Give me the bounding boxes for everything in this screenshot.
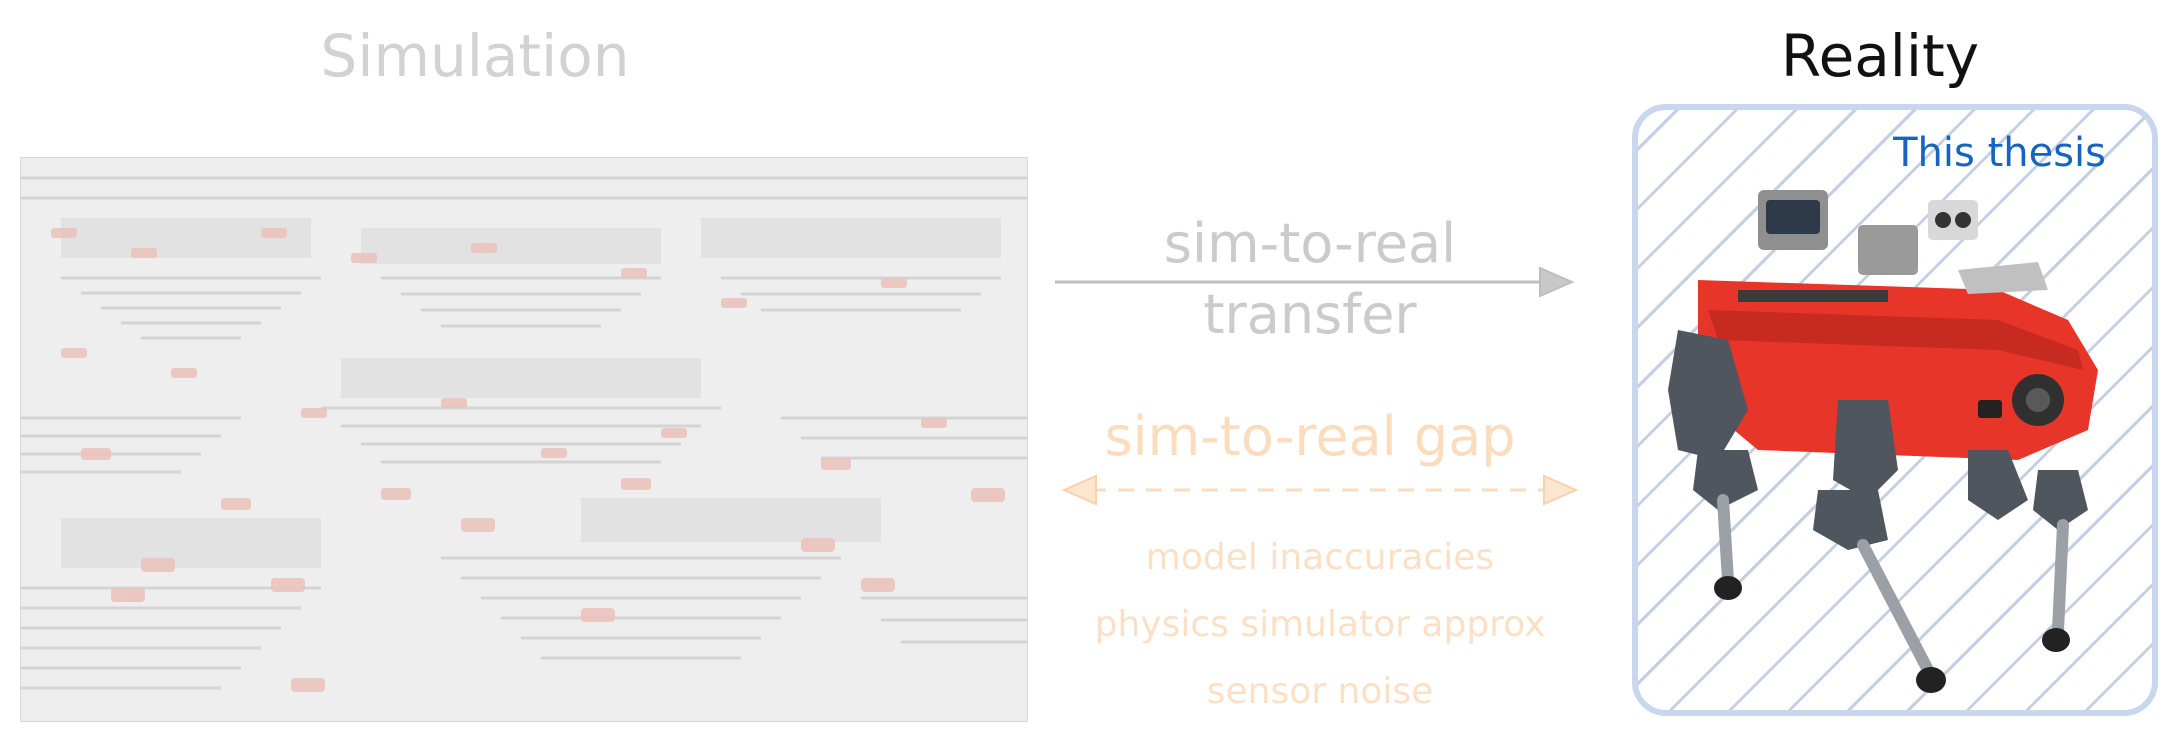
quadruped-robot-image: [1668, 190, 2098, 693]
transfer-label: sim-to-real transfer: [1100, 208, 1520, 351]
simulation-terrain-graphic: [21, 158, 1027, 721]
gap-reason-model: model inaccuracies: [1145, 537, 1495, 578]
thesis-label: This thesis: [1893, 130, 2106, 176]
gap-title: sim-to-real gap: [1104, 405, 1516, 468]
gap-double-arrow: [1061, 474, 1579, 506]
reality-title: Reality: [1780, 22, 1980, 90]
transfer-label-line2: transfer: [1203, 283, 1417, 347]
simulation-title: Simulation: [320, 22, 630, 90]
transfer-arrow: [1055, 266, 1575, 298]
simulation-image: [20, 157, 1028, 722]
reality-panel: This thesis: [1632, 104, 2158, 716]
gap-reason-physics: physics simulator approx: [1094, 604, 1546, 645]
transfer-label-line1: sim-to-real: [1163, 212, 1457, 275]
gap-reason-noise: sensor noise: [1206, 671, 1434, 712]
